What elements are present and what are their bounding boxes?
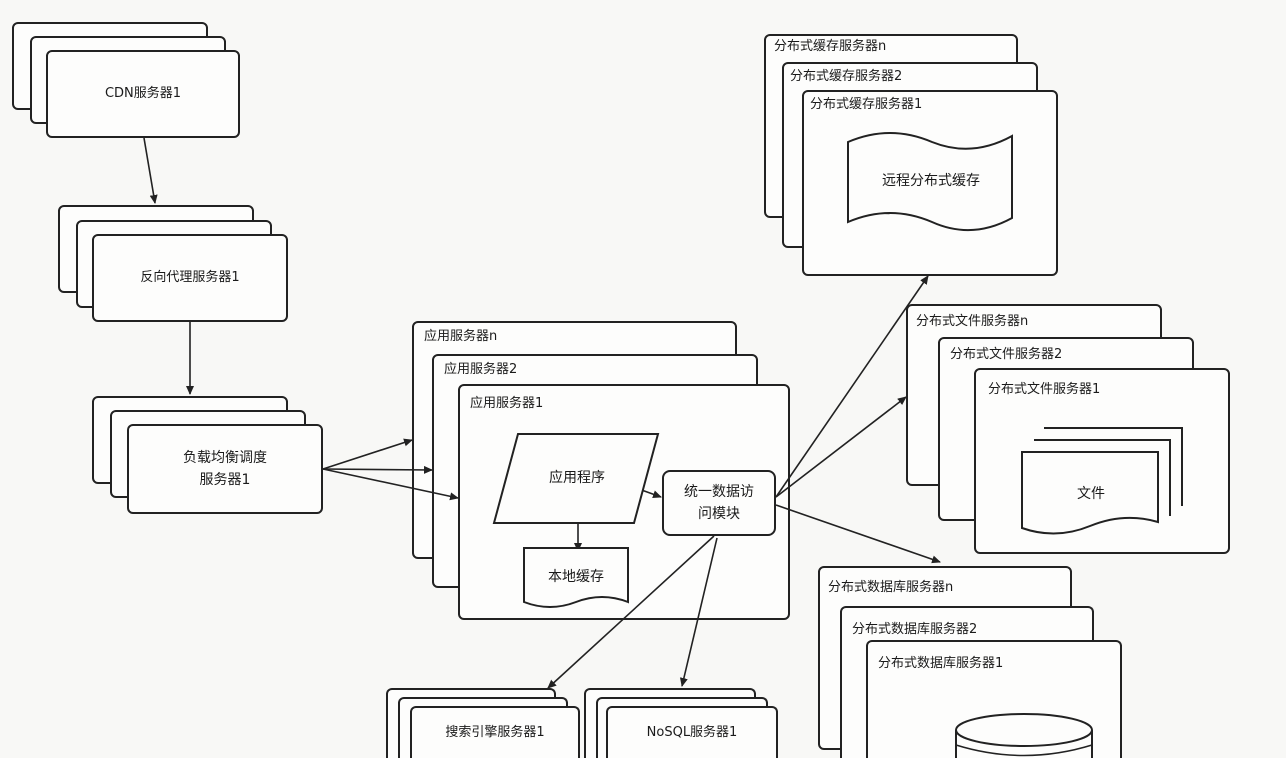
app-server-2-label: 应用服务器2 (444, 362, 518, 377)
database-cylinder-ring (955, 744, 1093, 757)
nosql-label: NoSQL服务器1 (646, 725, 738, 740)
database-cylinder-top (955, 713, 1093, 747)
cache-server-2-label: 分布式缓存服务器2 (790, 69, 903, 84)
reverse-proxy-server-1: 反向代理服务器1 (92, 234, 288, 322)
load-balancer-label: 负载均衡调度 服务器1 (183, 450, 267, 488)
file-server-1-label: 分布式文件服务器1 (988, 382, 1101, 397)
app-server-n-label: 应用服务器n (424, 329, 498, 344)
db-server-n-label: 分布式数据库服务器n (828, 580, 954, 595)
app-server-1-label: 应用服务器1 (470, 396, 544, 411)
remote-cache-shape (847, 132, 1013, 231)
local-cache-shape (523, 547, 629, 608)
arrow-cdn-to-proxy (143, 137, 158, 204)
db-server-1: 分布式数据库服务器1 (866, 640, 1122, 758)
arrow-lb-to-app-n (322, 438, 413, 470)
db-server-1-label: 分布式数据库服务器1 (878, 656, 1004, 671)
cdn-server-1: CDN服务器1 (46, 50, 240, 138)
arrow-access-to-search (547, 535, 715, 689)
cdn-server-label: CDN服务器1 (104, 86, 182, 101)
cache-server-n-label: 分布式缓存服务器n (774, 39, 887, 54)
cache-server-1-label: 分布式缓存服务器1 (810, 97, 923, 112)
file-doc-label: 文件 (1077, 486, 1105, 502)
reverse-proxy-label: 反向代理服务器1 (140, 270, 240, 285)
arrow-lb-to-app-2 (322, 465, 433, 474)
db-server-2-label: 分布式数据库服务器2 (852, 622, 978, 637)
file-server-n-label: 分布式文件服务器n (916, 314, 1029, 329)
arrow-access-to-db (775, 504, 941, 564)
load-balancer-server-1: 负载均衡调度 服务器1 (127, 424, 323, 514)
arrow-access-to-file (775, 396, 907, 498)
search-engine-label: 搜索引擎服务器1 (445, 725, 545, 740)
arrow-access-to-cache (775, 275, 929, 498)
arrow-access-to-nosql (679, 537, 718, 687)
nosql-server-1: NoSQL服务器1 (606, 706, 778, 758)
remote-cache-label: 远程分布式缓存 (882, 173, 980, 189)
app-program-shape (492, 433, 660, 524)
file-doc-shape (1021, 451, 1159, 535)
data-access-module: 统一数据访 问模块 (662, 470, 776, 536)
local-cache-label: 本地缓存 (548, 569, 604, 585)
data-access-label: 统一数据访 问模块 (684, 484, 754, 522)
search-engine-server-1: 搜索引擎服务器1 (410, 706, 580, 758)
file-server-2-label: 分布式文件服务器2 (950, 347, 1063, 362)
arrow-lb-to-app-1 (322, 468, 459, 501)
app-program-label: 应用程序 (549, 470, 605, 486)
